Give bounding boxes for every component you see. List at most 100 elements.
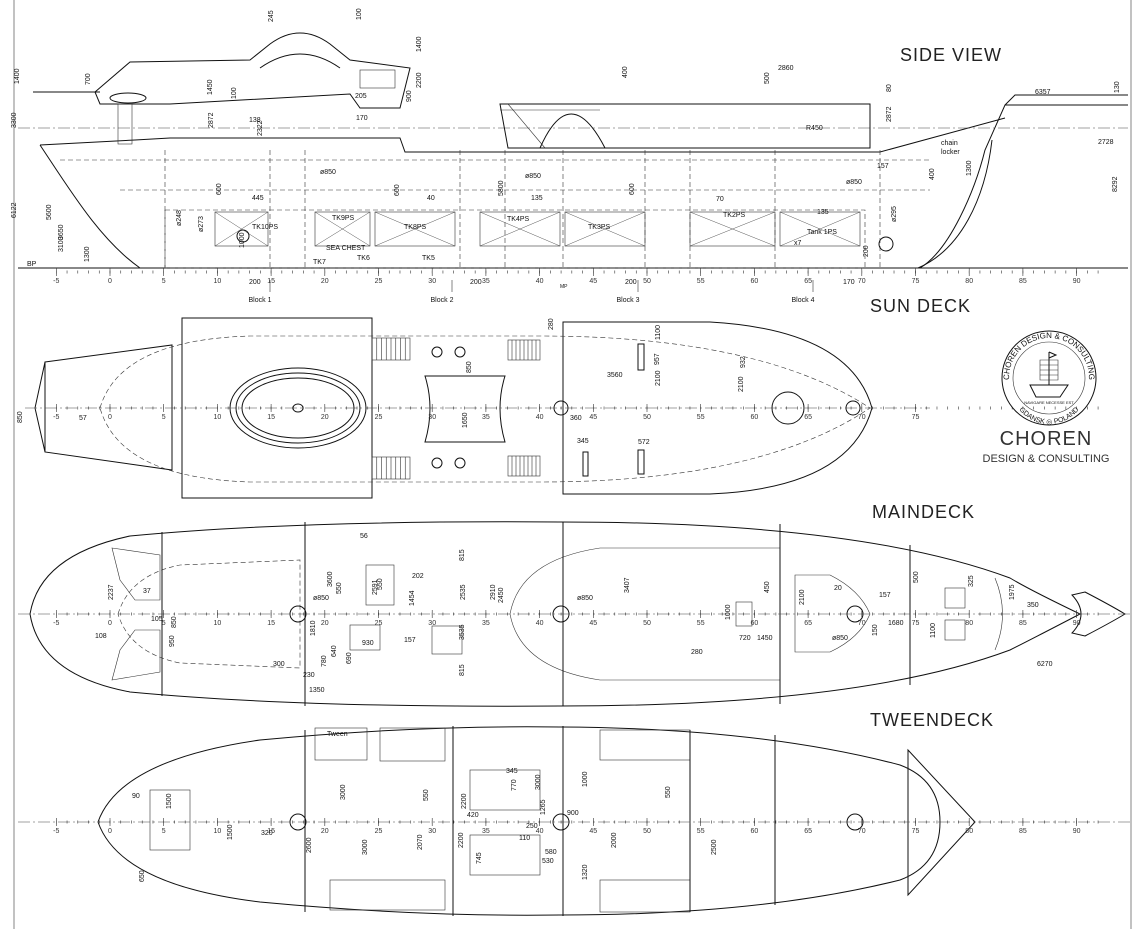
side-dome <box>259 53 341 69</box>
block-label: Block 3 <box>617 297 640 304</box>
maindeck-aft-stair-stbd <box>111 629 161 681</box>
frame-tick-label: 40 <box>536 828 544 835</box>
dimension-label: 230 <box>303 672 315 679</box>
dimension-label: ø850 <box>577 595 593 602</box>
dimension-label: 130 <box>1114 81 1121 93</box>
dimension-label: 300 <box>273 661 285 668</box>
dimension-label: 650 <box>139 870 146 882</box>
dimension-label: 350 <box>1027 602 1039 609</box>
frame-tick-label: 0 <box>108 278 112 285</box>
frame-tick-label: -5 <box>53 278 59 285</box>
dimension-label: 1300 <box>966 160 973 176</box>
frame-tick-label: 80 <box>965 828 973 835</box>
dimension-label: 550 <box>377 578 384 590</box>
frame-tick-label: 45 <box>589 278 597 285</box>
dimension-label: 5800 <box>498 180 505 196</box>
frame-tick-label: 35 <box>482 278 490 285</box>
frame-tick-label: 0 <box>108 828 112 835</box>
dimension-label: 2070 <box>417 834 424 850</box>
dimension-label: ø850 <box>832 635 848 642</box>
dimension-label: ø295 <box>891 206 898 222</box>
dimension-label: 720 <box>739 635 751 642</box>
dimension-label: 2600 <box>306 837 313 853</box>
dimension-label: 1350 <box>309 687 325 694</box>
logo-company-name: CHOREN <box>1000 428 1093 450</box>
frame-tick-label: 80 <box>965 278 973 285</box>
frame-tick-label: 30 <box>428 620 436 627</box>
dimension-label: 1680 <box>888 620 904 627</box>
dimension-label: 3100 <box>58 236 65 252</box>
dimension-label: 2200 <box>416 72 423 88</box>
frame-tick-label: 30 <box>428 414 436 421</box>
dimension-label: 1650 <box>462 412 469 428</box>
side-stern-tube <box>236 229 250 243</box>
frame-tick-label: 85 <box>1019 278 1027 285</box>
dimension-label: ø850 <box>313 595 329 602</box>
dimension-label: 770 <box>511 779 518 791</box>
tank-label-sea-chest: SEA CHEST <box>326 245 366 252</box>
dimension-label: 445 <box>252 195 264 202</box>
dimension-label: 530 <box>542 858 554 865</box>
frame-tick-label: 45 <box>589 414 597 421</box>
dimension-label: 815 <box>459 549 466 561</box>
dimension-label: 640 <box>331 645 338 657</box>
dimension-label: 950 <box>169 635 176 647</box>
dimension-label: 37 <box>143 588 151 595</box>
dimension-label: 957 <box>654 353 661 365</box>
block-label: Block 1 <box>249 297 272 304</box>
side-tank-crosses <box>214 211 861 247</box>
side-superstructure <box>94 32 411 109</box>
dimension-label: 2100 <box>799 589 806 605</box>
dimension-label: 2100 <box>738 376 745 392</box>
logo-seal-outer <box>1001 330 1097 426</box>
dimension-label: 157 <box>879 592 891 599</box>
dimension-label: 200 <box>625 279 637 286</box>
frame-tick-label: 35 <box>482 620 490 627</box>
frame-tick-label: 20 <box>321 620 329 627</box>
midpoint-label: MP <box>560 284 568 290</box>
dimension-label: 745 <box>476 852 483 864</box>
dimension-label: 1500 <box>166 793 173 809</box>
frame-tick-label: 5 <box>162 620 166 627</box>
frame-tick-label: 25 <box>375 414 383 421</box>
dimension-label: 2535 <box>460 584 467 600</box>
frame-tick-label: 55 <box>697 620 705 627</box>
tank-label-tk3: TK3PS <box>588 224 611 231</box>
side-deckhouse-arch <box>539 113 606 149</box>
sun-deck-title: SUN DECK <box>870 296 971 316</box>
dimension-label: 138 <box>249 117 261 124</box>
dimension-label: 420 <box>467 812 479 819</box>
maindeck-title: MAINDECK <box>872 502 975 522</box>
frame-tick-label: 40 <box>536 414 544 421</box>
tweendeck-forepeak <box>907 748 976 897</box>
dimension-label: 157 <box>404 637 416 644</box>
frame-tick-label: 60 <box>751 620 759 627</box>
dimension-label: ø273 <box>198 216 205 232</box>
sun-deck-bench-2 <box>637 449 645 475</box>
dimension-label: 600 <box>629 183 636 195</box>
dimension-label: 450 <box>764 581 771 593</box>
frame-tick-label: 25 <box>375 620 383 627</box>
dimension-label: 3000 <box>535 774 542 790</box>
frame-tick-label: 20 <box>321 828 329 835</box>
side-bulwark <box>1004 94 1128 106</box>
frame-tick-label: 0 <box>108 620 112 627</box>
dimension-label: 170 <box>356 115 368 122</box>
tank-label-tk7: TK7 <box>313 259 326 266</box>
tank-label-tk4: TK4PS <box>507 216 530 223</box>
frame-tick-label: 75 <box>912 414 920 421</box>
tank-label-tk2: TK2PS <box>723 212 746 219</box>
side-deckhouse <box>499 103 871 149</box>
frame-tick-label: 70 <box>858 828 866 835</box>
dimension-label: 1810 <box>310 620 317 636</box>
frame-tick-label: 70 <box>858 278 866 285</box>
dimension-label: 600 <box>216 183 223 195</box>
frame-tick-label: 5 <box>162 278 166 285</box>
frame-tick-label: 85 <box>1019 828 1027 835</box>
frame-tick-label: 35 <box>482 414 490 421</box>
dimension-label: 550 <box>665 786 672 798</box>
frame-tick-label: 5 <box>162 414 166 421</box>
frame-tick-label: 65 <box>804 414 812 421</box>
